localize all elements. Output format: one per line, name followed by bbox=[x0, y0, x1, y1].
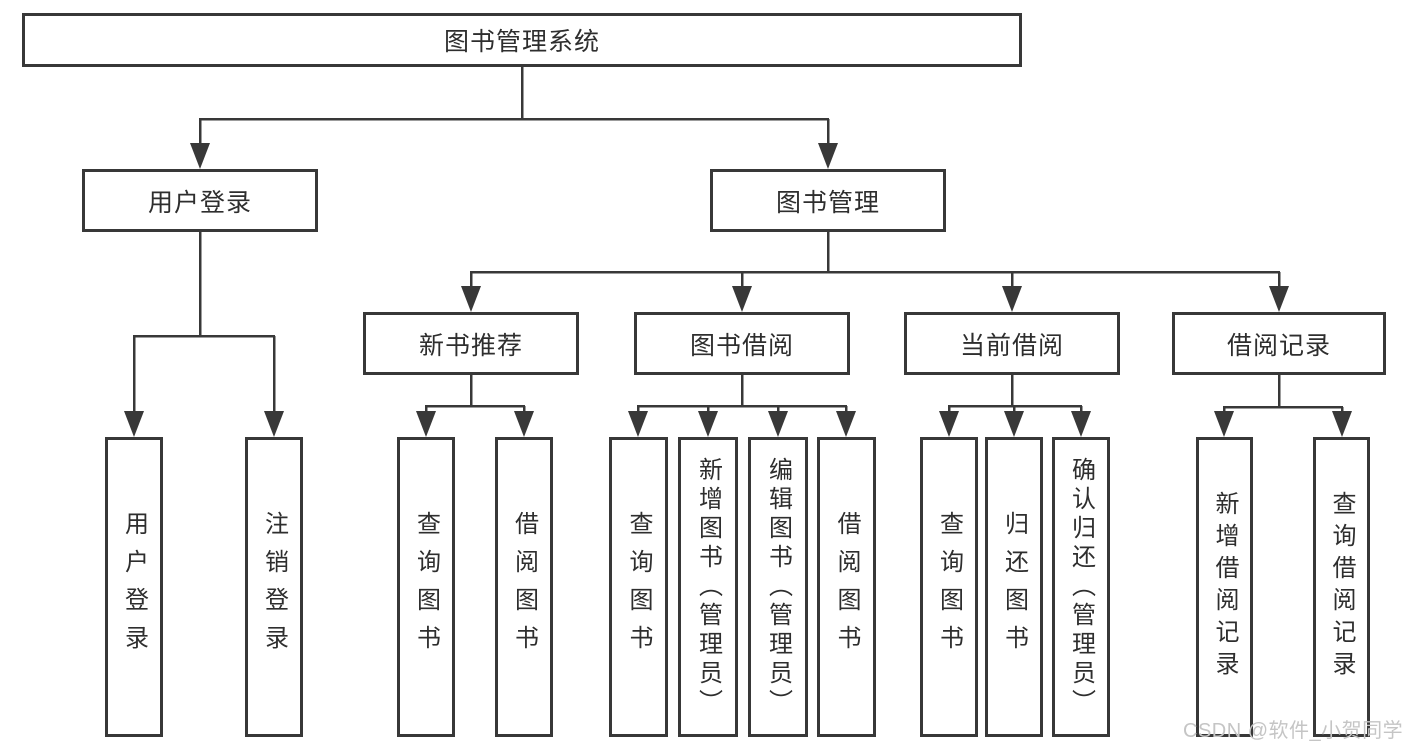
leaf-query-books-current: 查询图书 bbox=[920, 437, 978, 737]
leaf-add-book-admin: 新增图书（管理员） bbox=[678, 437, 738, 737]
arrowhead bbox=[818, 143, 838, 169]
leaf-add-borrow-record: 新增借阅记录 bbox=[1196, 437, 1253, 737]
node-borrow-records: 借阅记录 bbox=[1172, 312, 1386, 375]
node-book-borrow: 图书借阅 bbox=[634, 312, 850, 375]
arrowhead bbox=[1332, 411, 1352, 437]
leaf-logout: 注销登录 bbox=[245, 437, 303, 737]
leaf-query-books-borrow: 查询图书 bbox=[609, 437, 668, 737]
arrowhead bbox=[836, 411, 856, 437]
edge-root-to-level2 bbox=[190, 67, 838, 169]
node-root: 图书管理系统 bbox=[22, 13, 1022, 67]
arrowhead bbox=[264, 411, 284, 437]
leaf-borrow-books-recommend: 借阅图书 bbox=[495, 437, 553, 737]
arrowhead bbox=[461, 286, 481, 312]
arrowhead bbox=[514, 411, 534, 437]
leaf-return-book: 归还图书 bbox=[985, 437, 1043, 737]
node-current-borrow: 当前借阅 bbox=[904, 312, 1120, 375]
arrowhead bbox=[1004, 411, 1024, 437]
arrowhead bbox=[1002, 286, 1022, 312]
arrowhead bbox=[124, 411, 144, 437]
leaf-edit-book-admin: 编辑图书（管理员） bbox=[748, 437, 808, 737]
edge-current-borrow-to-leaves bbox=[939, 375, 1091, 437]
leaf-confirm-return-admin: 确认归还（管理员） bbox=[1052, 437, 1110, 737]
arrowhead bbox=[628, 411, 648, 437]
leaf-query-books-recommend: 查询图书 bbox=[397, 437, 455, 737]
arrowhead bbox=[1269, 286, 1289, 312]
leaf-query-borrow-record: 查询借阅记录 bbox=[1313, 437, 1370, 737]
node-book-mgmt: 图书管理 bbox=[710, 169, 946, 232]
arrowhead bbox=[939, 411, 959, 437]
arrowhead bbox=[768, 411, 788, 437]
edge-user-login-to-leaves bbox=[124, 232, 284, 437]
edge-book-borrow-to-leaves bbox=[628, 375, 856, 437]
arrowhead bbox=[190, 143, 210, 169]
edge-borrow-record-to-leaves bbox=[1214, 375, 1352, 437]
arrowhead bbox=[1214, 411, 1234, 437]
csdn-watermark: CSDN @软件_小贺同学 bbox=[1183, 720, 1404, 742]
edge-book-mgmt-to-level3 bbox=[461, 232, 1289, 312]
leaf-user-login: 用户登录 bbox=[105, 437, 163, 737]
arrowhead bbox=[732, 286, 752, 312]
edge-new-book-to-leaves bbox=[416, 375, 534, 437]
leaf-borrow-books: 借阅图书 bbox=[817, 437, 876, 737]
arrowhead bbox=[698, 411, 718, 437]
node-user-login: 用户登录 bbox=[82, 169, 318, 232]
arrowhead bbox=[416, 411, 436, 437]
node-new-book-recommend: 新书推荐 bbox=[363, 312, 579, 375]
arrowhead bbox=[1071, 411, 1091, 437]
